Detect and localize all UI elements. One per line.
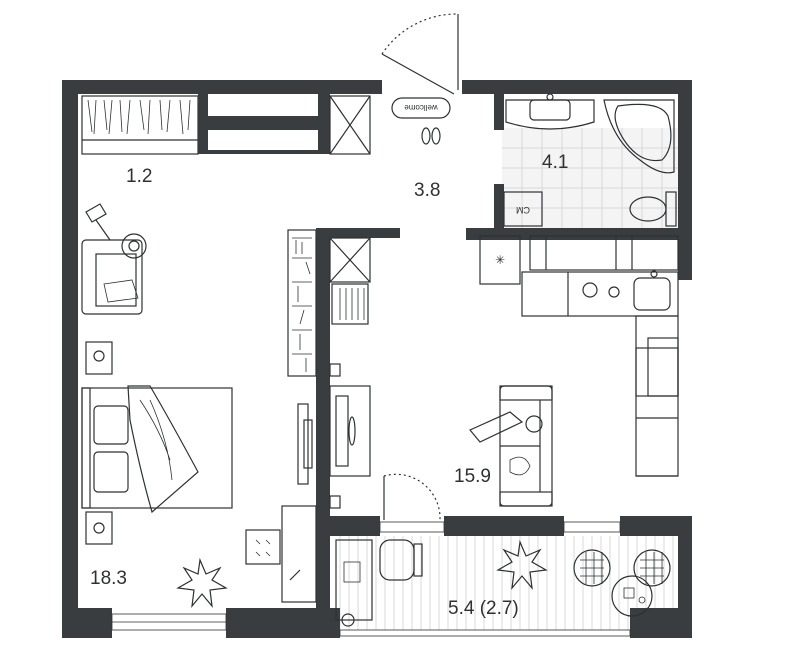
armchair xyxy=(81,233,147,315)
hall-closet xyxy=(329,237,371,325)
balcony-table xyxy=(611,575,653,617)
nightstand-bottom xyxy=(85,511,113,545)
sofa xyxy=(469,385,553,507)
toilet xyxy=(629,191,677,227)
storage-rack xyxy=(81,95,199,155)
tv-unit-living xyxy=(329,363,371,509)
closet-box xyxy=(329,95,371,155)
room-area-living-kitchen: 15.9 xyxy=(454,466,491,487)
doormat-text: wellcome xyxy=(404,103,439,112)
washer-label: СМ xyxy=(516,205,530,215)
ottoman xyxy=(245,529,281,565)
bath-sink xyxy=(505,93,595,130)
plant-balcony xyxy=(496,539,548,590)
nightstand-top xyxy=(85,341,113,375)
desk-lamp xyxy=(85,203,111,241)
room-area-storage: 1.2 xyxy=(126,166,152,187)
shelf-rack xyxy=(287,229,317,377)
room-area-bathroom: 4.1 xyxy=(542,152,568,173)
windows xyxy=(111,521,631,637)
washing-machine: СМ xyxy=(503,191,543,227)
walls xyxy=(62,80,692,638)
plant-bedroom xyxy=(176,557,228,608)
tv-bedroom xyxy=(297,403,313,485)
balcony-floor xyxy=(332,536,682,634)
storage-partition xyxy=(198,90,330,154)
room-area-bedroom: 18.3 xyxy=(90,568,127,589)
svg-text:✳: ✳ xyxy=(495,253,505,267)
entrance-door xyxy=(381,13,459,95)
doormat: wellcome xyxy=(391,97,451,145)
bed xyxy=(81,385,233,514)
bathroom-tiles xyxy=(502,128,678,228)
room-area-balcony: 5.4 (2.7) xyxy=(448,598,519,619)
bedroom-desk xyxy=(281,505,317,603)
kitchen-counter xyxy=(521,270,679,477)
kitchen-upper-cabinets: ✳ xyxy=(479,235,679,285)
balcony-shelf xyxy=(335,539,373,627)
room-area-hallway: 3.8 xyxy=(414,180,440,201)
hall-wall-stub xyxy=(316,228,400,238)
corner-bathtub xyxy=(603,99,675,174)
balcony-chairs xyxy=(573,549,671,587)
inner-door xyxy=(383,473,441,521)
balcony-desk-chair xyxy=(379,539,423,581)
